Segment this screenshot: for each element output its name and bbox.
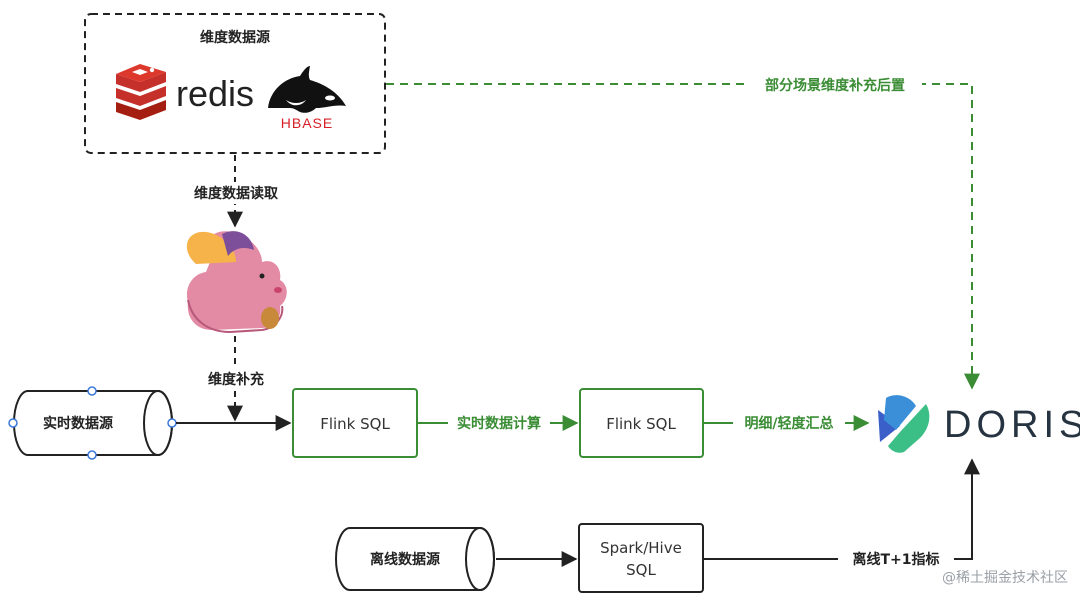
watermark-text: @稀土掘金技术社区 <box>942 570 1068 586</box>
dim-source-box <box>84 13 386 154</box>
edge-offline-t1-metrics <box>704 458 980 560</box>
hbase-logo-text: HBASE <box>281 115 333 131</box>
doris-icon <box>878 410 900 442</box>
flink-squirrel-icon <box>186 231 287 334</box>
edge-label-scene-dim-postpone: 部分场景维度补充后置 <box>765 77 905 94</box>
dim-source-group: 维度数据源 redis HBASE <box>84 13 386 154</box>
connector-handle[interactable] <box>8 418 18 428</box>
realtime-source-label: 实时数据源 <box>43 415 113 432</box>
connector-handle[interactable] <box>167 418 177 428</box>
offline-source-node[interactable]: 离线数据源 <box>335 527 495 591</box>
redis-logo-text: redis <box>176 73 254 114</box>
edge-label-dim-supplement: 维度补充 <box>208 371 264 388</box>
offline-source-label: 离线数据源 <box>370 551 440 568</box>
edge-scene-dim-postpone <box>386 83 980 390</box>
orca-icon <box>268 66 346 113</box>
spark-hive-node[interactable]: Spark/Hive SQL <box>578 523 704 593</box>
dim-source-title: 维度数据源 <box>200 29 270 46</box>
edge-label-offline-t1-metrics: 离线T+1指标 <box>852 551 939 568</box>
edge-label-dim-read: 维度数据读取 <box>194 185 279 202</box>
flink-sql-node-2[interactable]: Flink SQL <box>579 388 704 458</box>
edge-label-realtime-compute: 实时数据计算 <box>457 415 541 432</box>
connector-handle[interactable] <box>87 450 97 460</box>
redis-icon <box>116 64 166 120</box>
doris-logo-text: DORIS <box>944 404 1080 446</box>
edge-label-detail-light-agg: 明细/轻度汇总 <box>744 415 833 432</box>
doris-logo: DORIS <box>878 395 1080 453</box>
spark-hive-label-line1: Spark/Hive <box>600 539 682 557</box>
spark-hive-label-line2: SQL <box>626 561 656 579</box>
realtime-source-node[interactable]: 实时数据源 <box>8 386 177 460</box>
flink-sql-2-label: Flink SQL <box>606 415 676 433</box>
flink-sql-node-1[interactable]: Flink SQL <box>292 388 418 458</box>
connector-handle[interactable] <box>87 386 97 396</box>
flink-sql-1-label: Flink SQL <box>320 415 390 433</box>
